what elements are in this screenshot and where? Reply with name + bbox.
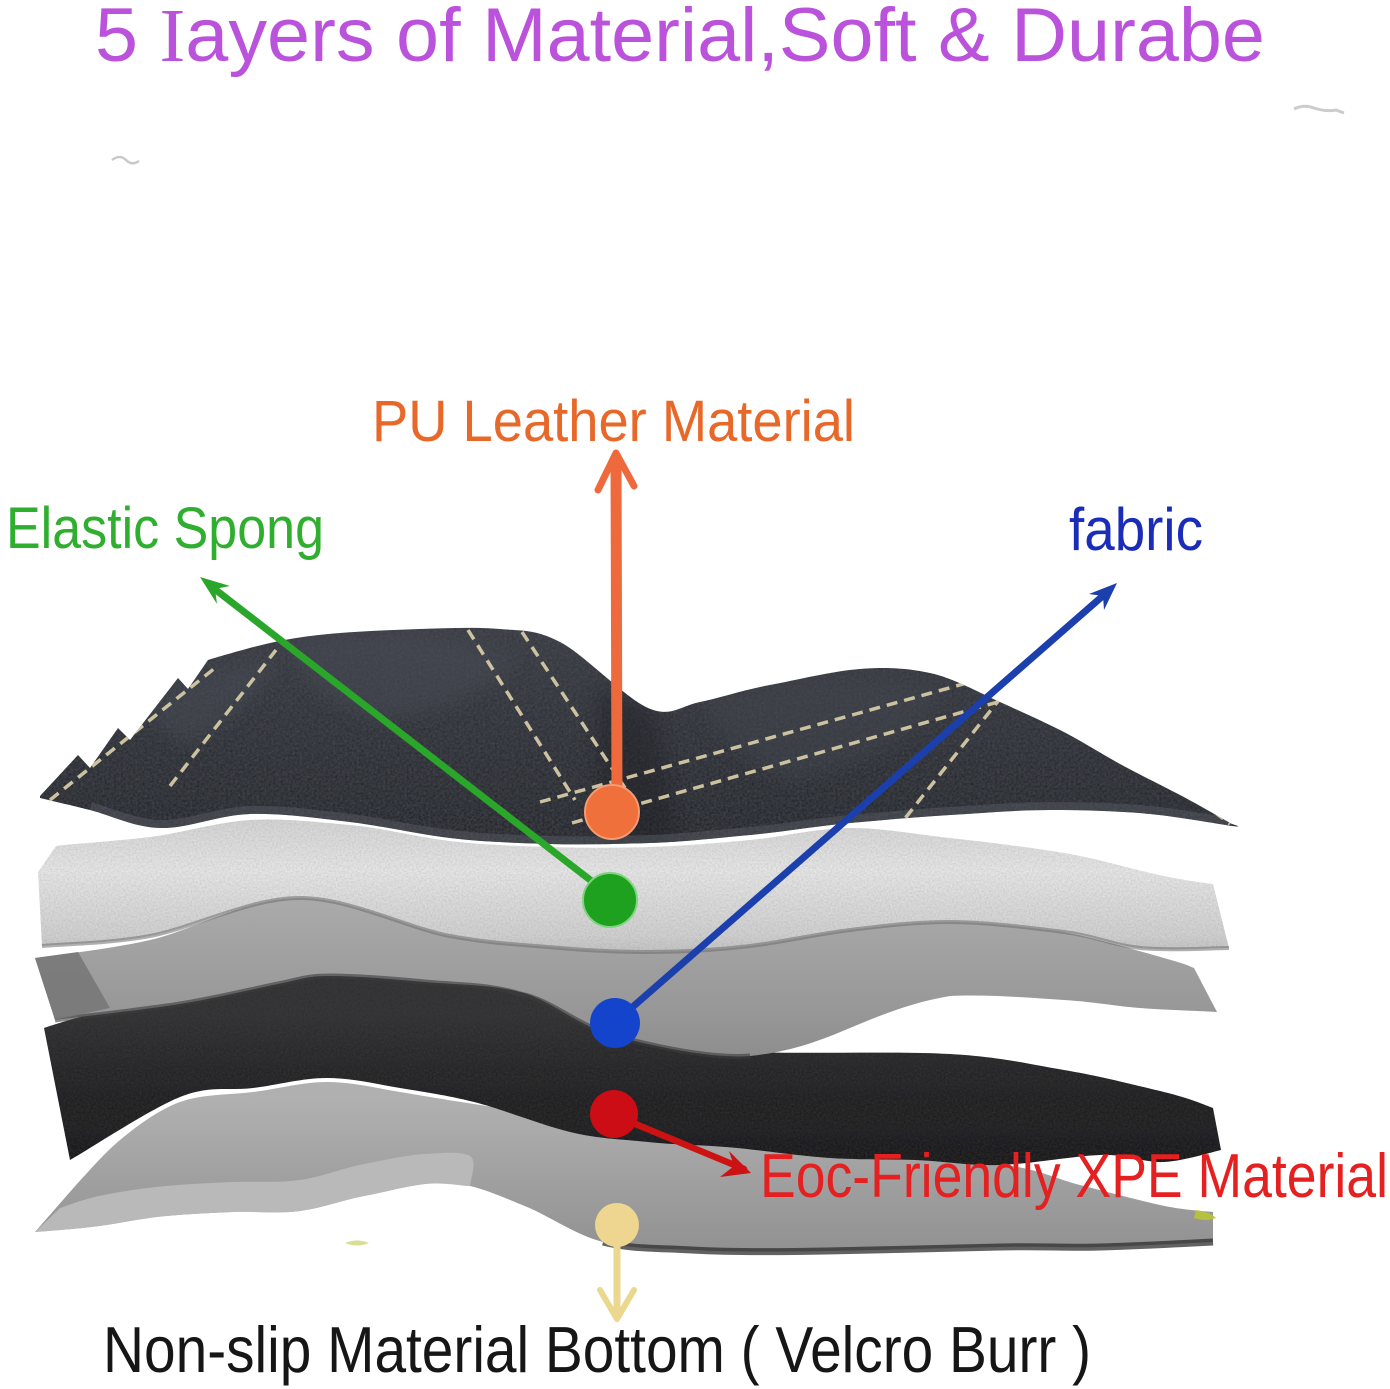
svg-text:5 Iayers of Material,Soft & Du: 5 Iayers of Material,Soft & Durabe (95, 0, 1265, 78)
svg-text:Elastic Spong: Elastic Spong (6, 496, 324, 561)
svg-text:Non-slip Material Bottom ( Vel: Non-slip Material Bottom ( Velcro Burr ) (103, 1313, 1091, 1386)
svg-text:fabric: fabric (1069, 496, 1203, 563)
svg-text:Eoc-Friendly XPE Material: Eoc-Friendly XPE Material (760, 1142, 1388, 1211)
svg-text:PU Leather Material: PU Leather Material (372, 389, 855, 454)
